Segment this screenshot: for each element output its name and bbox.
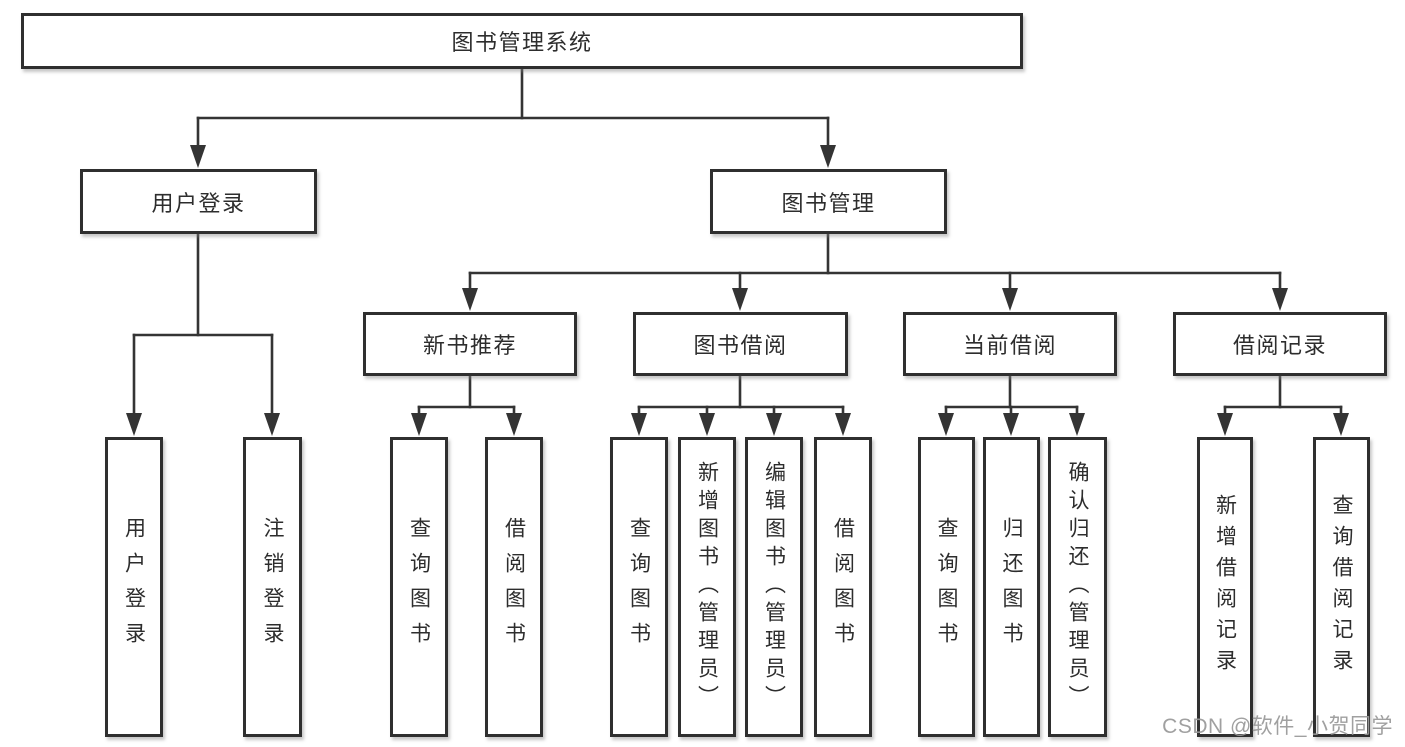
- arrowhead-icon: [766, 413, 782, 436]
- arrowhead-icon: [126, 413, 142, 436]
- arrowhead-icon: [264, 413, 280, 436]
- arrowhead-icon: [820, 145, 836, 168]
- arrowhead-icon: [732, 288, 748, 311]
- node-logout: 注销登录: [243, 437, 302, 737]
- node-query-books-recommend: 查询图书: [390, 437, 448, 737]
- arrowhead-icon: [411, 413, 427, 436]
- arrowhead-icon: [1333, 413, 1349, 436]
- arrowhead-icon: [1272, 288, 1288, 311]
- node-add-borrow-record: 新增借阅记录: [1197, 437, 1253, 737]
- arrowhead-icon: [462, 288, 478, 311]
- node-edit-books-admin: 编辑图书（管理员）: [745, 437, 803, 737]
- arrowhead-icon: [1002, 288, 1018, 311]
- node-borrow-books-borrowing: 借阅图书: [814, 437, 872, 737]
- node-return-books: 归还图书: [983, 437, 1040, 737]
- arrowhead-icon: [190, 145, 206, 168]
- node-query-books-borrowing: 查询图书: [610, 437, 668, 737]
- node-query-borrow-record: 查询借阅记录: [1313, 437, 1370, 737]
- arrowhead-icon: [699, 413, 715, 436]
- node-borrowing-records: 借阅记录: [1173, 312, 1387, 376]
- node-new-book-recommend: 新书推荐: [363, 312, 577, 376]
- arrowhead-icon: [1003, 413, 1019, 436]
- node-confirm-return-admin: 确认归还（管理员）: [1048, 437, 1107, 737]
- node-user-login-leaf: 用户登录: [105, 437, 163, 737]
- node-add-books-admin: 新增图书（管理员）: [678, 437, 736, 737]
- node-root: 图书管理系统: [21, 13, 1023, 69]
- arrowhead-icon: [1217, 413, 1233, 436]
- node-query-books-current: 查询图书: [918, 437, 975, 737]
- watermark-text: CSDN @软件_小贺同学: [1162, 715, 1393, 738]
- node-book-management: 图书管理: [710, 169, 947, 234]
- arrowhead-icon: [631, 413, 647, 436]
- node-borrow-books-recommend: 借阅图书: [485, 437, 543, 737]
- node-book-borrowing: 图书借阅: [633, 312, 848, 376]
- node-user-login: 用户登录: [80, 169, 317, 234]
- arrowhead-icon: [835, 413, 851, 436]
- arrowhead-icon: [506, 413, 522, 436]
- arrowhead-icon: [938, 413, 954, 436]
- node-current-borrowing: 当前借阅: [903, 312, 1117, 376]
- arrowhead-icon: [1069, 413, 1085, 436]
